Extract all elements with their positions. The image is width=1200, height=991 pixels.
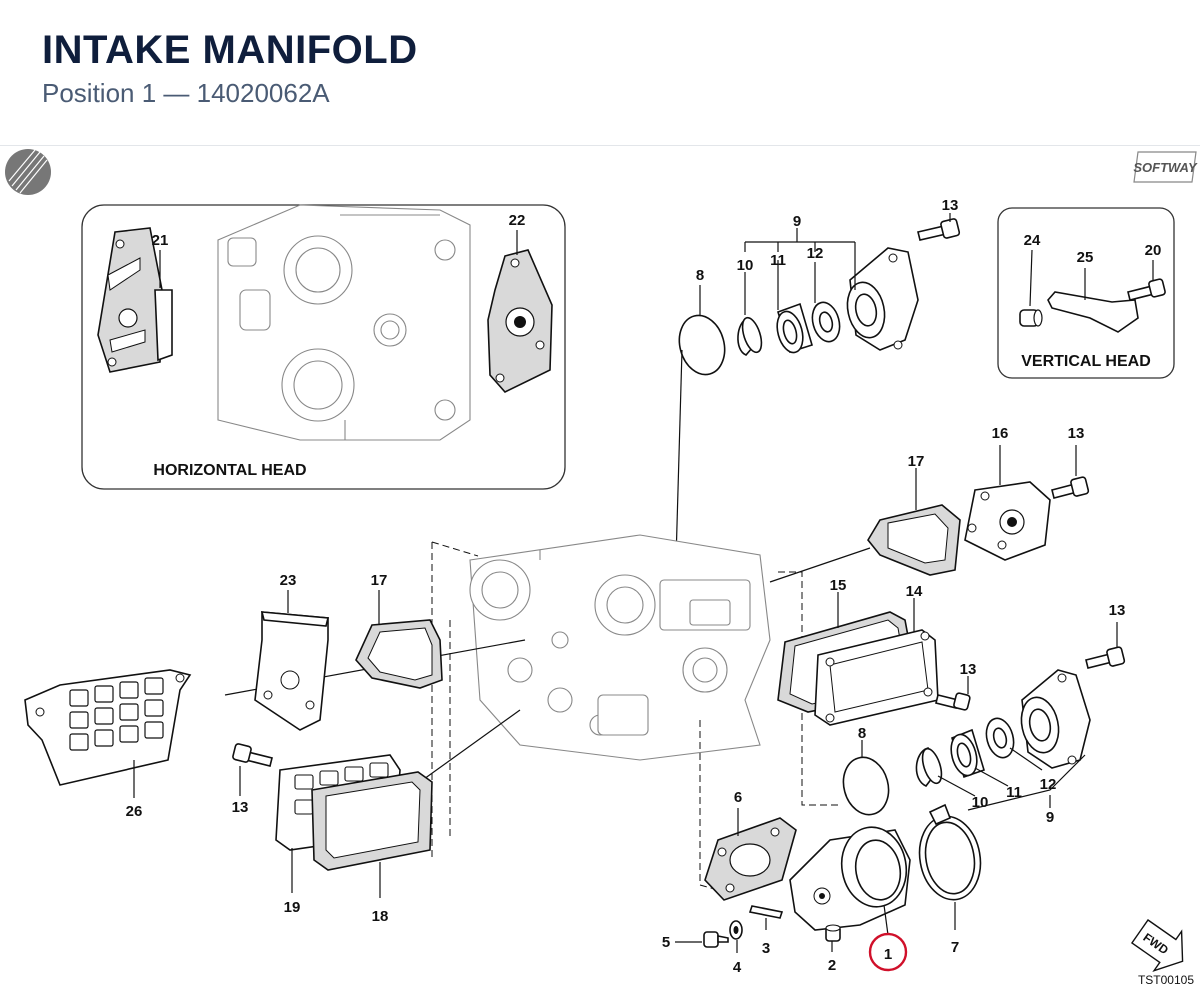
callout-17-right: 17 — [908, 453, 925, 470]
page-title: INTAKE MANIFOLD — [42, 28, 418, 72]
part-25-bracket — [1047, 291, 1139, 333]
part-9-housing-lower — [1020, 669, 1091, 769]
callout-13-left: 13 — [232, 799, 249, 816]
callout-4: 4 — [733, 959, 742, 976]
flange-assembly-right: 17 16 13 — [769, 425, 1090, 583]
part-20-bolt — [1127, 278, 1166, 301]
callout-25: 25 — [1077, 249, 1094, 266]
brand-logo: SOFTWAY — [1133, 151, 1198, 183]
page-header: INTAKE MANIFOLD Position 1 — 14020062A — [0, 0, 1200, 146]
brand-logo-text: SOFTWAY — [1133, 160, 1198, 175]
manufacturer-logo-icon — [5, 149, 51, 195]
callout-26: 26 — [126, 803, 143, 820]
part-11-bearing-lower — [950, 728, 985, 779]
part-21-flange — [97, 227, 173, 373]
part-17-gasket-left — [355, 619, 443, 689]
callout-10-lower: 10 — [972, 794, 989, 811]
part-7-hose-clamp — [918, 803, 982, 901]
callout-13-top: 13 — [942, 197, 959, 214]
header-divider — [0, 145, 1200, 146]
part-3-stud — [748, 905, 784, 919]
callout-8-upper: 8 — [696, 267, 704, 284]
forward-direction-arrow-icon: FWD — [1130, 919, 1184, 972]
callout-20: 20 — [1145, 242, 1162, 259]
part-6-gasket-manifold — [704, 817, 797, 901]
part-16-flange-right — [964, 481, 1051, 561]
part-11-bearing-upper — [776, 302, 813, 354]
reed-assembly-left: 26 23 17 13 — [24, 572, 443, 925]
callout-16: 16 — [992, 425, 1009, 442]
callout-11-upper: 11 — [770, 252, 786, 269]
part-1-intake-manifold — [789, 826, 911, 931]
part-23-bracket — [254, 611, 330, 731]
callout-15: 15 — [830, 577, 847, 594]
bearing-assembly-upper: 8 10 11 12 9 — [675, 197, 961, 561]
callout-7: 7 — [951, 939, 959, 956]
inset-horizontal-head-caption: HORIZONTAL HEAD — [153, 462, 306, 479]
inset-vertical-head-caption: VERTICAL HEAD — [1021, 353, 1151, 370]
page-subtitle: Position 1 — 14020062A — [42, 78, 330, 108]
callout-17-left: 17 — [371, 572, 388, 589]
callout-13-right-upper: 13 — [1068, 425, 1085, 442]
cylinder-head-ghost — [217, 204, 471, 441]
bearing-assembly-lower: 8 10 11 12 9 13 — [842, 602, 1126, 826]
callout-14: 14 — [906, 583, 923, 600]
part-18-gasket-frame — [311, 771, 433, 871]
callout-22: 22 — [509, 212, 526, 229]
intake-manifold-assembly: 6 7 3 2 — [662, 789, 982, 976]
dashed-guide-right — [778, 571, 840, 806]
part-13-bolt-right — [1051, 476, 1090, 499]
cover-assembly-center: 15 14 13 — [777, 577, 977, 726]
inset-horizontal-head: 21 22 HORIZONTAL HEAD — [81, 204, 566, 490]
callout-24: 24 — [1024, 232, 1041, 249]
part-4-washer — [729, 920, 743, 940]
callout-12-upper: 12 — [807, 245, 824, 262]
callout-9-upper: 9 — [793, 213, 801, 230]
part-13-bolt-lower — [1085, 646, 1126, 669]
callout-8-lower: 8 — [858, 725, 866, 742]
part-5-screw — [703, 931, 729, 948]
part-22-gasket — [487, 249, 553, 393]
part-26-reed-cage — [24, 669, 192, 786]
callout-5: 5 — [662, 934, 670, 951]
callout-1-highlight-ring — [868, 932, 908, 972]
callout-3: 3 — [762, 940, 770, 957]
part-9-housing-upper — [846, 247, 919, 351]
part-17-gasket-right — [867, 504, 961, 576]
callout-9-lower: 9 — [1046, 809, 1054, 826]
cylinder-head-main — [469, 534, 771, 761]
part-24-spacer — [1019, 309, 1043, 327]
drawing-reference: TST00105 — [1138, 973, 1194, 987]
callout-23: 23 — [280, 572, 297, 589]
callout-10-upper: 10 — [737, 257, 754, 274]
callout-6: 6 — [734, 789, 742, 806]
callout-13-center: 13 — [960, 661, 977, 678]
callout-21: 21 — [152, 232, 169, 249]
part-2-nut — [825, 924, 841, 942]
callout-11-lower: 11 — [1006, 784, 1022, 801]
callout-19: 19 — [284, 899, 301, 916]
inset-vertical-head: 24 25 20 VERTICAL HEAD — [997, 207, 1175, 379]
callout-1: 1 — [884, 946, 892, 963]
part-13-bolt-center — [935, 692, 971, 711]
callout-2: 2 — [828, 957, 836, 974]
callout-13-right-lower: 13 — [1109, 602, 1126, 619]
callout-18: 18 — [372, 908, 389, 925]
callout-12-lower: 12 — [1040, 776, 1057, 793]
part-13-bolt-upper — [917, 218, 961, 241]
part-13-bolt-left — [232, 743, 273, 767]
part-14-cover — [814, 629, 939, 726]
